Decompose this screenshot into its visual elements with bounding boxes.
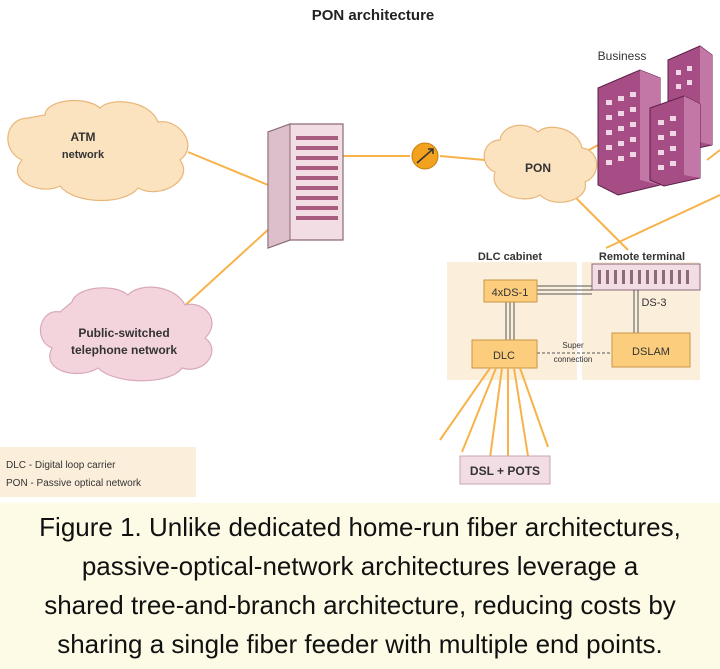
diagram-title: PON architecture: [312, 7, 435, 24]
ds1-box: 4xDS-1: [483, 279, 538, 303]
pstn-cloud: Public-switched telephone network: [39, 286, 213, 382]
link-pon-remote: [567, 189, 629, 251]
caption-line: Figure 1. Unlike dedicated home-run fibe…: [39, 512, 681, 542]
legend-dlc: DLC - Digital loop carrier: [6, 460, 116, 471]
link-upper-right: [706, 149, 720, 161]
caption-line: passive-optical-network architectures le…: [81, 551, 639, 581]
remote-terminal-label: Remote terminal: [599, 251, 685, 263]
link-pstn-olt: [179, 227, 271, 311]
pon-label: PON: [525, 161, 551, 175]
ds1-label: 4xDS-1: [492, 287, 529, 299]
business-label: Business: [598, 49, 647, 63]
caption-line: shared tree-and-branch architecture, red…: [44, 590, 676, 620]
legend: DLC - Digital loop carrier PON - Passive…: [0, 447, 196, 497]
dslam-box: DSLAM: [611, 332, 691, 368]
figure-caption: Figure 1. Unlike dedicated home-run fibe…: [0, 508, 720, 664]
super-connection-line1: Super: [562, 341, 584, 350]
super-connection-line2: connection: [554, 355, 593, 364]
subscriber-drops: [439, 367, 549, 459]
pstn-line1: Public-switched: [78, 326, 169, 340]
atm-network-label: network: [62, 149, 105, 161]
dsl-pots-label: DSL + POTS: [470, 464, 540, 478]
dlc-box: DLC: [471, 339, 538, 369]
link-right-edge: [605, 194, 720, 249]
atm-network-cloud: ATM network: [7, 100, 189, 202]
dlc-cabinet-label: DLC cabinet: [478, 251, 543, 263]
olt-rack: [267, 123, 344, 249]
internal-wiring: [505, 285, 639, 354]
dlc-label: DLC: [493, 350, 515, 362]
caption-background: [0, 503, 720, 669]
legend-pon: PON - Passive optical network: [6, 478, 142, 489]
pstn-line2: telephone network: [71, 343, 177, 357]
pon-architecture-diagram: PON architecture ATM network Public-swit…: [0, 7, 720, 497]
link-splitter-pon: [439, 155, 486, 161]
dsl-pots-box: DSL + POTS: [459, 455, 551, 485]
atm-label: ATM: [70, 130, 95, 144]
dslam-label: DSLAM: [632, 346, 670, 358]
pon-cloud: PON: [483, 124, 598, 203]
business-buildings-icon: Business: [597, 45, 713, 196]
caption-line: sharing a single fiber feeder with multi…: [57, 629, 663, 659]
ds3-label: DS-3: [641, 297, 666, 309]
optical-splitter-icon: [411, 142, 439, 170]
link-atm-olt: [187, 151, 269, 186]
